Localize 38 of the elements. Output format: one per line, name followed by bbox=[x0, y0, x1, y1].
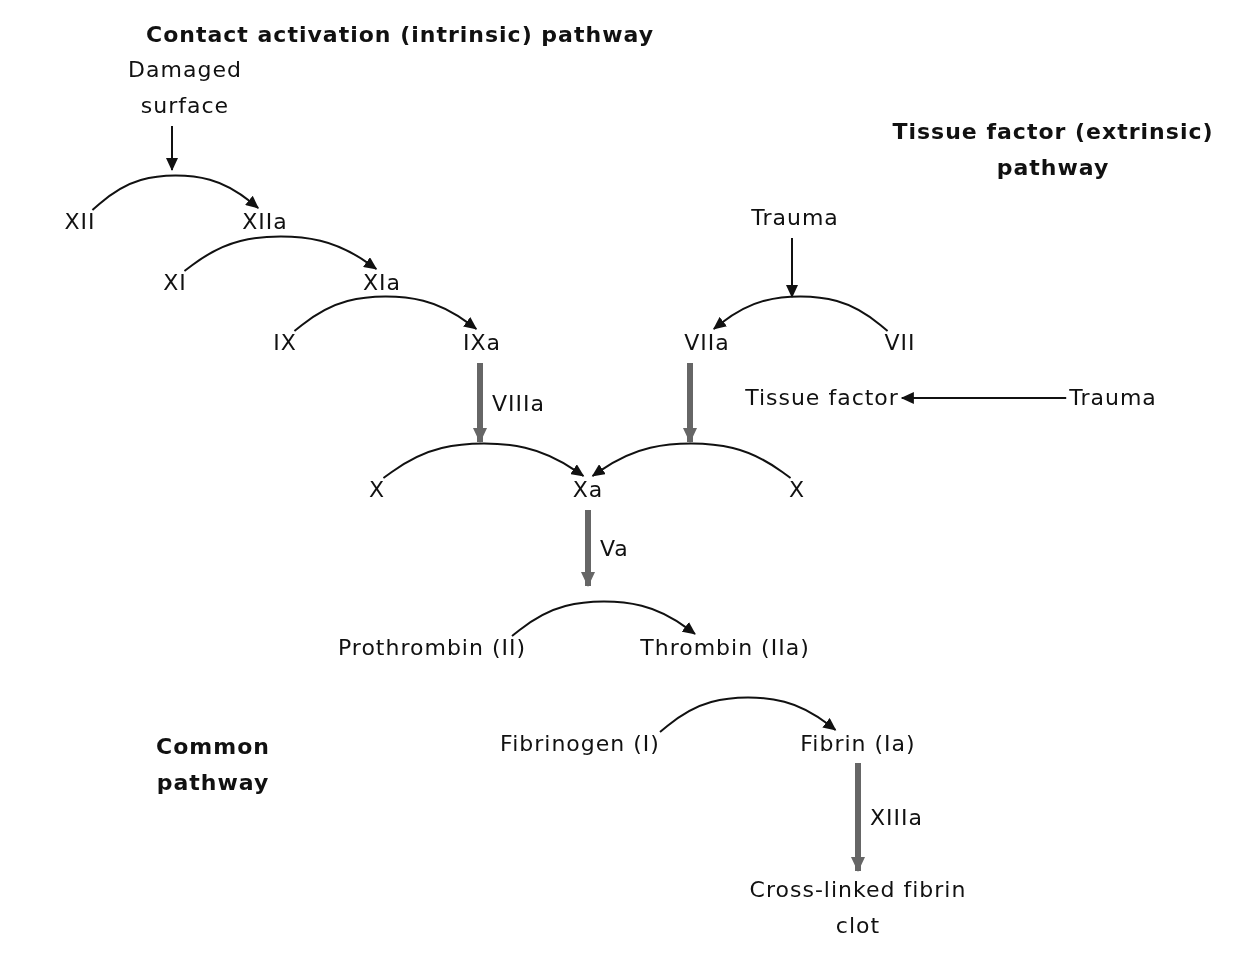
factor-label: VII bbox=[884, 325, 916, 361]
factor-label: Trauma bbox=[751, 200, 839, 236]
arrow bbox=[683, 363, 697, 443]
factor-label: IX bbox=[273, 325, 297, 361]
factor-label: Damaged surface bbox=[110, 52, 260, 124]
factor-label: Thrombin (IIa) bbox=[625, 630, 825, 666]
factor-label: Cross-linked fibrin clot bbox=[738, 872, 978, 944]
arrow bbox=[91, 174, 260, 211]
factor-label: IXa bbox=[463, 325, 501, 361]
arrow bbox=[473, 363, 487, 443]
arrow bbox=[183, 235, 378, 272]
title: Contact activation (intrinsic) pathway bbox=[146, 21, 654, 49]
arrow bbox=[166, 125, 178, 171]
arrow bbox=[293, 295, 478, 332]
arrow bbox=[900, 392, 1068, 404]
arrow bbox=[851, 763, 865, 872]
factor-label: Xa bbox=[572, 472, 604, 508]
factor-label: Trauma bbox=[1069, 380, 1157, 416]
factor-label: Prothrombin (II) bbox=[332, 630, 532, 666]
factor-label: X bbox=[788, 472, 806, 508]
arrow bbox=[581, 510, 595, 587]
factor-label: XIIa bbox=[242, 204, 288, 240]
factor-label: Tissue factor bbox=[745, 380, 899, 416]
pathway-label: Common pathway bbox=[155, 733, 271, 797]
factor-label: XII bbox=[64, 204, 96, 240]
factor-label: Fibrinogen (I) bbox=[480, 726, 680, 762]
arrow bbox=[511, 600, 696, 637]
factor-label: XI bbox=[163, 265, 187, 301]
factor-label: VIIa bbox=[684, 325, 730, 361]
arrow bbox=[382, 442, 585, 479]
arrow bbox=[712, 295, 889, 332]
factor-label: XIa bbox=[363, 265, 401, 301]
factor-label: X bbox=[368, 472, 386, 508]
arrow bbox=[591, 442, 792, 479]
factor-label: Fibrin (Ia) bbox=[783, 726, 933, 762]
pathway-label: Tissue factor (extrinsic) pathway bbox=[891, 118, 1215, 182]
arrow bbox=[659, 696, 837, 733]
arrow bbox=[786, 237, 798, 298]
